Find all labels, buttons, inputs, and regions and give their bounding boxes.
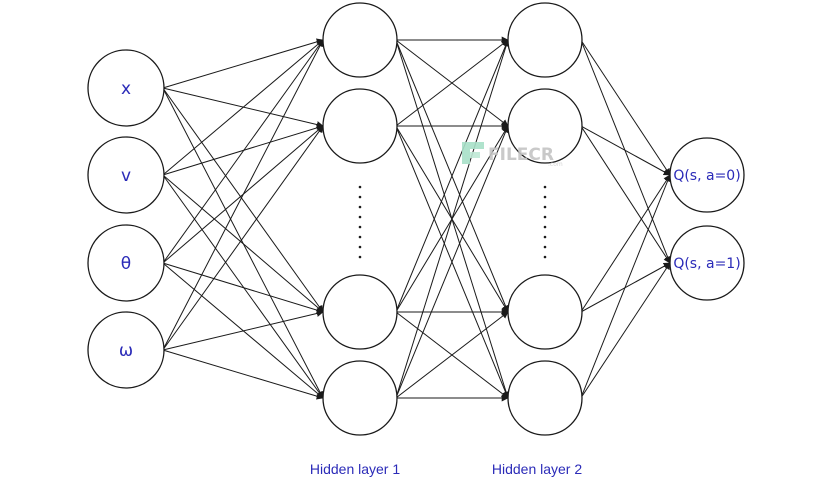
edge-l3-3-1 <box>580 174 671 313</box>
node-circle <box>669 137 745 213</box>
edge-l2-3-1 <box>395 39 509 313</box>
watermark: FILECR .com <box>462 142 563 168</box>
hidden-layer-1 <box>322 2 398 436</box>
edge-l2-2-1 <box>395 39 509 127</box>
input-label-x: x <box>121 79 131 99</box>
hidden-layer-2 <box>507 2 583 436</box>
input-layer: x v θ ω <box>87 49 165 389</box>
hidden2-node-3 <box>507 274 583 350</box>
input-label-v: v <box>121 166 131 186</box>
edge-l1-2-2 <box>162 124 324 176</box>
hidden-layer-2-caption: Hidden layer 2 <box>492 461 582 477</box>
edge-l3-4-2 <box>580 262 671 399</box>
edge-l2-4-3 <box>395 311 509 399</box>
connections <box>162 36 671 402</box>
node-circle <box>669 225 745 301</box>
input-node-x: x <box>87 49 165 127</box>
edge-l1-4-4 <box>162 349 324 400</box>
hidden2-node-4 <box>507 360 583 436</box>
edge-l3-2-2 <box>580 125 671 264</box>
output-node-q0: Q(s, a=0) <box>669 137 745 213</box>
output-layer: Q(s, a=0) Q(s, a=1) <box>669 137 745 301</box>
input-node-v: v <box>87 136 165 214</box>
edge-l1-3-1 <box>162 39 324 264</box>
hidden2-ellipsis <box>543 185 547 259</box>
hidden2-node-2 <box>507 88 583 164</box>
edge-l3-1-2 <box>580 39 671 264</box>
edge-l3-2-1 <box>580 125 671 176</box>
edge-l2-4-2 <box>395 125 509 399</box>
hidden1-node-3 <box>322 274 398 350</box>
input-label-theta: θ <box>121 254 131 274</box>
edge-l2-4-1 <box>395 39 510 399</box>
edge-l3-1-1 <box>580 39 671 176</box>
node-circle <box>87 224 165 302</box>
watermark-text: FILECR <box>488 145 554 165</box>
hidden1-ellipsis <box>358 185 362 259</box>
edge-l1-4-3 <box>162 310 324 351</box>
hidden1-node-4 <box>322 360 398 436</box>
edge-l1-4-2 <box>162 125 324 351</box>
node-circle <box>87 311 165 389</box>
edge-l3-4-1 <box>580 174 671 399</box>
output-label-q1: Q(s, a=1) <box>673 256 740 272</box>
hidden-layer-1-caption: Hidden layer 1 <box>310 461 400 477</box>
watermark-sub: .com <box>548 161 563 168</box>
input-node-theta: θ <box>87 224 165 302</box>
input-label-omega: ω <box>119 341 133 361</box>
edge-l1-4-1 <box>162 39 324 351</box>
hidden1-node-1 <box>322 2 398 78</box>
output-label-q0: Q(s, a=0) <box>673 168 740 184</box>
node-circle <box>87 49 165 127</box>
hidden1-node-2 <box>322 88 398 164</box>
edge-l1-1-3 <box>162 87 324 313</box>
edge-l1-2-1 <box>162 39 324 176</box>
edge-l1-2-3 <box>162 174 324 313</box>
input-node-omega: ω <box>87 311 165 389</box>
watermark-logo-icon <box>462 142 484 164</box>
hidden2-node-1 <box>507 2 583 78</box>
edge-l1-2-4 <box>162 174 324 399</box>
edge-l1-3-3 <box>162 262 324 314</box>
output-node-q1: Q(s, a=1) <box>669 225 745 301</box>
edge-l1-1-1 <box>162 38 324 89</box>
node-circle <box>87 136 165 214</box>
